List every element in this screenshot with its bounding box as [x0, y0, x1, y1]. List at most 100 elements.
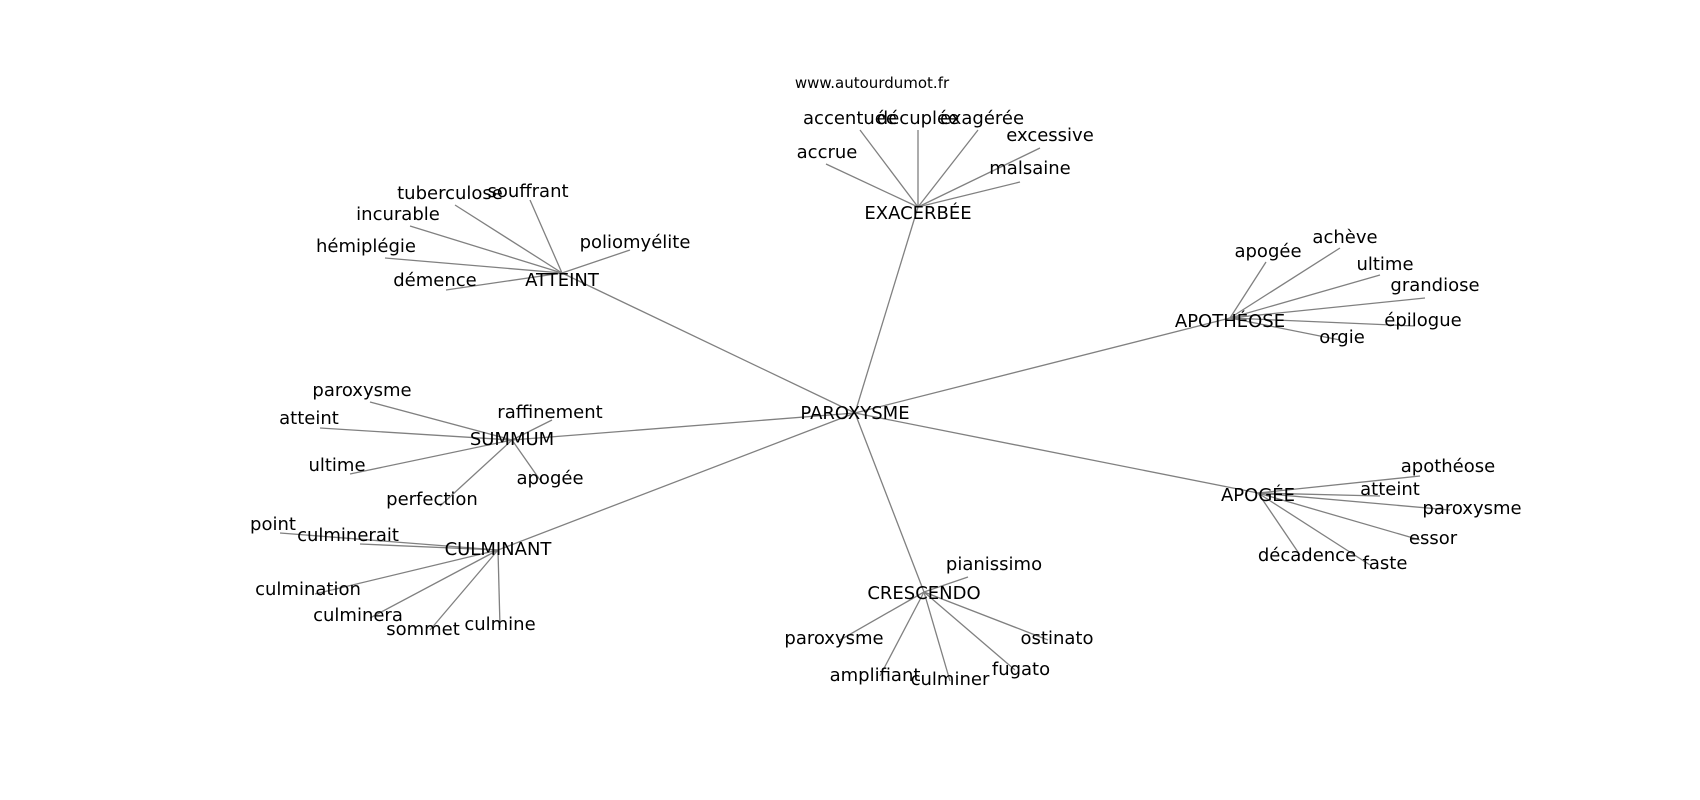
center-node-label: PAROXYSME — [800, 403, 909, 424]
leaf-node-apotheose-apogee: apogée — [1234, 241, 1301, 262]
edge-culminant-point — [279, 532, 499, 551]
leaf-node-culminant-point: point — [250, 514, 296, 535]
leaf-node-culminant-culmination: culmination — [255, 579, 361, 600]
edge-atteint-hemiplegie — [384, 257, 563, 274]
edge-apotheose-grandiose — [1229, 297, 1426, 319]
leaf-node-atteint-demence: démence — [393, 270, 477, 291]
leaf-node-apotheose-ultime: ultime — [1356, 254, 1413, 275]
edge-center-apogee — [854, 412, 1259, 494]
edge-atteint-poliomyelite — [561, 249, 631, 274]
edge-apotheose-apogee — [1229, 261, 1267, 319]
edge-center-exacerbee — [854, 206, 919, 414]
leaf-node-atteint-tuberculose: tuberculose — [397, 183, 503, 204]
edge-apotheose-epilogue — [1229, 317, 1416, 327]
leaf-node-exacerbee-decuplee: décuplée — [877, 108, 959, 129]
leaf-node-crescendo-culminer: culminer — [911, 669, 990, 690]
leaf-node-exacerbee-accrue: accrue — [797, 142, 858, 163]
leaf-node-atteint-incurable: incurable — [356, 204, 440, 225]
leaf-node-crescendo-fugato: fugato — [992, 659, 1050, 680]
edge-center-summum — [511, 412, 856, 441]
edge-center-crescendo — [854, 412, 925, 593]
leaf-node-summum-ultime: ultime — [308, 455, 365, 476]
edge-culminant-culminerait — [359, 543, 499, 551]
edge-culminant-culmination — [314, 549, 499, 595]
edge-crescendo-pianissimo — [923, 576, 969, 593]
edge-exacerbee-excessive — [917, 147, 1041, 208]
leaf-node-exacerbee-exageree: exagérée — [940, 108, 1024, 129]
leaf-node-summum-perfection: perfection — [386, 489, 478, 510]
leaf-node-atteint-souffrant: souffrant — [487, 181, 568, 202]
edge-exacerbee-exageree — [917, 129, 979, 208]
leaf-node-apogee-atteint: atteint — [1360, 479, 1420, 500]
leaf-node-summum-apogee: apogée — [516, 468, 583, 489]
edge-summum-paroxysme — [369, 401, 513, 441]
cluster-node-apogee: APOGÉE — [1221, 484, 1295, 506]
edge-culminant-sommet — [429, 549, 499, 631]
edge-apotheose-ultime — [1229, 274, 1381, 319]
leaf-node-summum-atteint: atteint — [279, 408, 339, 429]
edge-summum-apogee — [511, 439, 541, 481]
edge-apogee-apotheose — [1257, 475, 1421, 494]
edge-culminant-culminera — [369, 549, 499, 619]
edge-crescendo-culminer — [923, 591, 951, 682]
cluster-node-atteint: ATTEINT — [525, 270, 600, 291]
edge-crescendo-fugato — [923, 591, 1016, 671]
edge-crescendo-ostinato — [923, 591, 1049, 641]
leaf-node-crescendo-paroxysme: paroxysme — [784, 628, 883, 649]
leaf-node-apotheose-acheve: achève — [1312, 227, 1377, 248]
leaf-node-apogee-apotheose: apothéose — [1401, 456, 1495, 477]
leaf-node-summum-raffinement: raffinement — [497, 402, 602, 423]
leaf-node-apogee-paroxysme: paroxysme — [1422, 498, 1521, 519]
leaf-node-exacerbee-accentuee: accentuée — [803, 108, 897, 129]
edge-crescendo-amplifiant — [879, 591, 925, 677]
leaf-node-summum-paroxysme: paroxysme — [312, 380, 411, 401]
leaf-node-apotheose-epilogue: épilogue — [1384, 310, 1461, 331]
cluster-node-culminant: CULMINANT — [445, 539, 553, 560]
edge-summum-ultime — [349, 439, 513, 475]
leaf-node-crescendo-ostinato: ostinato — [1021, 628, 1094, 649]
edge-exacerbee-accrue — [825, 163, 919, 208]
leaf-node-culminant-culminera: culminera — [313, 605, 403, 626]
leaf-node-apogee-faste: faste — [1363, 553, 1408, 574]
leaf-node-culminant-sommet: sommet — [386, 619, 460, 640]
edge-atteint-demence — [445, 272, 563, 291]
graph-nodes: www.autourdumot.fr PAROXYSME EXACERBÉE acc… — [250, 74, 1522, 690]
leaf-node-culminant-culmine: culmine — [464, 614, 535, 635]
edge-center-culminant — [497, 412, 856, 551]
graph-edges — [279, 129, 1451, 682]
cluster-node-summum: SUMMUM — [470, 429, 554, 450]
edge-atteint-incurable — [409, 225, 563, 274]
edge-center-atteint — [561, 272, 856, 414]
leaf-node-atteint-hemiplegie: hémiplégie — [316, 236, 416, 257]
edge-summum-atteint — [319, 427, 513, 441]
edge-summum-raffinement — [511, 419, 553, 441]
edge-atteint-souffrant — [529, 199, 563, 274]
leaf-node-exacerbee-malsaine: malsaine — [989, 158, 1070, 179]
leaf-node-apotheose-orgie: orgie — [1319, 327, 1365, 348]
source-watermark: www.autourdumot.fr — [795, 74, 950, 92]
edge-apogee-faste — [1257, 492, 1371, 566]
edge-culminant-culmine — [497, 549, 501, 628]
edge-apogee-atteint — [1257, 492, 1381, 497]
edge-apogee-paroxysme — [1257, 492, 1451, 511]
edge-crescendo-paroxysme — [839, 591, 925, 641]
leaf-node-crescendo-pianissimo: pianissimo — [946, 554, 1042, 575]
leaf-node-atteint-poliomyelite: poliomyélite — [580, 232, 691, 253]
edge-apogee-essor — [1257, 492, 1421, 541]
cluster-node-apotheose: APOTHÉOSE — [1175, 310, 1285, 332]
edge-atteint-tuberculose — [454, 204, 563, 274]
edge-apotheose-orgie — [1229, 317, 1341, 341]
leaf-node-apogee-essor: essor — [1409, 528, 1458, 549]
cluster-node-exacerbee: EXACERBÉE — [864, 202, 971, 224]
edge-center-apotheose — [854, 317, 1231, 414]
edge-exacerbee-malsaine — [917, 181, 1021, 208]
leaf-node-apotheose-grandiose: grandiose — [1390, 275, 1479, 296]
edge-exacerbee-accentuee — [859, 129, 919, 208]
cluster-node-crescendo: CRESCENDO — [867, 583, 980, 604]
leaf-node-culminant-culminerait: culminerait — [297, 525, 399, 546]
leaf-node-exacerbee-excessive: excessive — [1006, 125, 1094, 146]
edge-apogee-decadence — [1257, 492, 1301, 556]
leaf-node-crescendo-amplifiant: amplifiant — [830, 665, 921, 686]
edge-apotheose-acheve — [1229, 247, 1341, 319]
